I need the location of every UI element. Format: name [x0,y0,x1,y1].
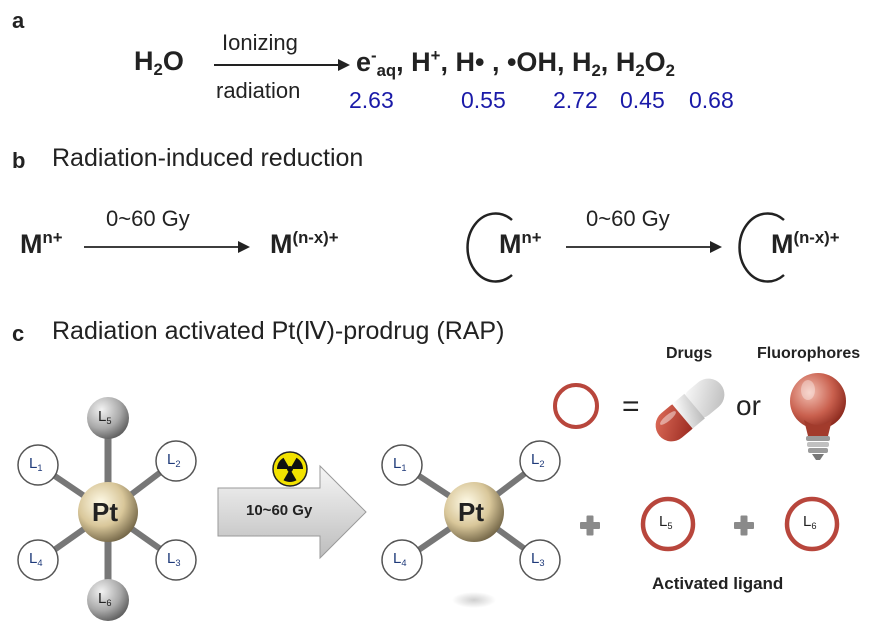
ligand-ring-icon [553,383,599,429]
ligand-l2-right: L2 [531,451,545,469]
dose-label-left: 0~60 Gy [106,206,190,231]
pt-center-left: Pt [92,497,118,527]
arrow-label-radiation: radiation [216,78,301,103]
g-value-h2: 0.45 [620,87,665,113]
panel-c-title: Radiation activated Pt(Ⅳ)-prodrug (RAP) [52,317,505,345]
ligand-l4-right: L4 [393,550,407,568]
drugs-label: Drugs [666,345,713,362]
arrow-ionizing [214,59,350,71]
arrow-reduction-right [566,241,722,253]
chelator-left [466,212,513,283]
product-h2: H2 [571,47,601,81]
panel-b-title: Radiation-induced reduction [52,144,364,172]
dose-label-activation: 10~60 Gy [246,502,313,519]
lightbulb-icon [790,373,846,460]
panel-letter-b: b [12,148,26,173]
capsule-icon [655,378,725,442]
ligand-l3-right: L3 [531,550,545,568]
chelator-right [738,212,785,283]
fluorophores-label: Fluorophores [757,345,861,362]
dose-label-right: 0~60 Gy [586,206,670,231]
g-value-eaq: 2.63 [349,87,394,113]
product-hdot: H• [455,47,485,78]
activated-ligand-l5: L5 [659,513,673,531]
pt-center-right: Pt [458,497,484,527]
ligand-l4-left: L4 [29,550,43,568]
ligand-ring-icon [640,496,696,552]
radiation-icon [272,451,308,487]
reduced-chelated-metal: M(n-x)+ [771,228,840,260]
pt-complex-right [381,440,561,608]
product-hplus: H+ [411,46,441,78]
activated-ligand-label: Activated ligand [652,574,784,593]
activation-arrow [217,464,367,560]
product-oh: •OH [506,47,557,78]
plus-icon [734,515,754,536]
reactant-water: H2O [134,46,184,80]
product-h2o2: H2O2 [615,47,675,81]
equals-sign: = [622,390,640,423]
chelated-metal-ion: Mn+ [499,228,542,260]
g-value-h2o2: 0.68 [689,87,734,113]
ligand-ring-icon [784,496,840,552]
activated-ligand-l6: L6 [803,513,817,531]
ligand-l6-axial: L6 [98,590,112,608]
plus-icon [580,515,600,536]
product-eaq: e-aq [356,46,397,81]
pt-complex-left [17,397,197,621]
arrow-label-ionizing: Ionizing [222,30,298,55]
metal-ion-left: Mn+ [20,228,63,260]
radiolysis-products: e-aq, H+, H• , •OH, H2, H2O2 [356,46,675,81]
ligand-l1-right: L1 [393,455,407,473]
ligand-l1-left: L1 [29,455,43,473]
ligand-l3-left: L3 [167,550,181,568]
reduced-metal-left: M(n-x)+ [270,228,339,260]
panel-letter-c: c [12,321,25,346]
ligand-l2-left: L2 [167,451,181,469]
g-value-h: 0.55 [461,87,506,113]
ligand-l5-axial: L5 [98,408,112,426]
g-value-oh: 2.72 [553,87,598,113]
or-label: or [736,390,761,421]
panel-letter-a: a [12,8,25,33]
arrow-reduction-left [84,241,250,253]
